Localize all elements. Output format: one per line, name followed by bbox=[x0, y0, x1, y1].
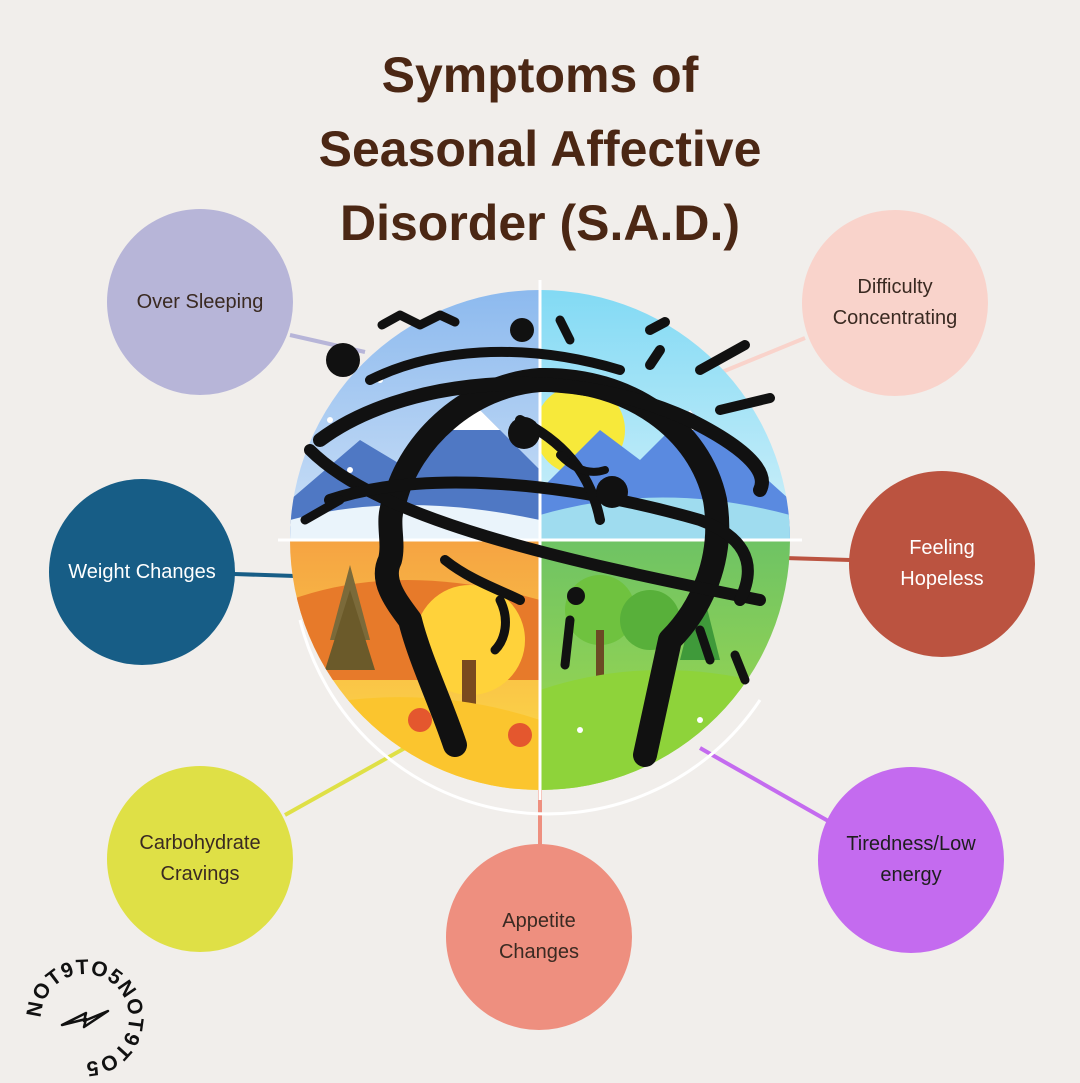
symptom-over-sleeping: Over Sleeping bbox=[107, 209, 293, 395]
connector-carbohydrate-cravings bbox=[284, 746, 406, 817]
lightning-icon bbox=[60, 1009, 110, 1029]
scribble-dots bbox=[326, 318, 628, 605]
title-line-2: Seasonal Affective bbox=[318, 121, 762, 177]
symptom-tiredness-low-energy-label: Tiredness/Low energy bbox=[846, 833, 976, 886]
symptom-difficulty-concentrating: Difficulty Concentrating bbox=[802, 210, 988, 396]
not9to5-logo: NOT9TO5NOT9TO5 bbox=[23, 956, 147, 1081]
symptom-carbohydrate-cravings-label: Carbohydrate Cravings bbox=[139, 832, 261, 885]
symptom-carbohydrate-cravings: Carbohydrate Cravings bbox=[107, 766, 293, 952]
symptom-appetite-changes-label: Appetite Changes bbox=[498, 910, 580, 963]
symptom-feeling-hopeless: Feeling Hopeless bbox=[849, 471, 1035, 657]
symptom-weight-changes: Weight Changes bbox=[49, 479, 235, 665]
connector-feeling-hopeless bbox=[784, 556, 851, 562]
connector-weight-changes bbox=[233, 572, 296, 578]
symptom-weight-changes-label: Weight Changes bbox=[68, 560, 216, 583]
symptom-tiredness-low-energy: Tiredness/Low energy bbox=[818, 767, 1004, 953]
connector-difficulty-concentrating bbox=[721, 336, 806, 374]
title-line-1: Symptoms of bbox=[381, 47, 699, 103]
seasons-illustration bbox=[278, 280, 802, 816]
connector-tiredness bbox=[699, 746, 831, 824]
symptom-feeling-hopeless-label: Feeling Hopeless bbox=[900, 537, 984, 590]
symptom-appetite-changes: Appetite Changes bbox=[446, 844, 632, 1030]
symptom-difficulty-concentrating-label: Difficulty Concentrating bbox=[832, 276, 958, 329]
head-scribble-icon bbox=[300, 310, 775, 767]
page-title: Symptoms of Seasonal Affective Disorder … bbox=[0, 38, 1080, 260]
title-line-3: Disorder (S.A.D.) bbox=[339, 195, 741, 251]
symptom-over-sleeping-label: Over Sleeping bbox=[136, 290, 264, 313]
